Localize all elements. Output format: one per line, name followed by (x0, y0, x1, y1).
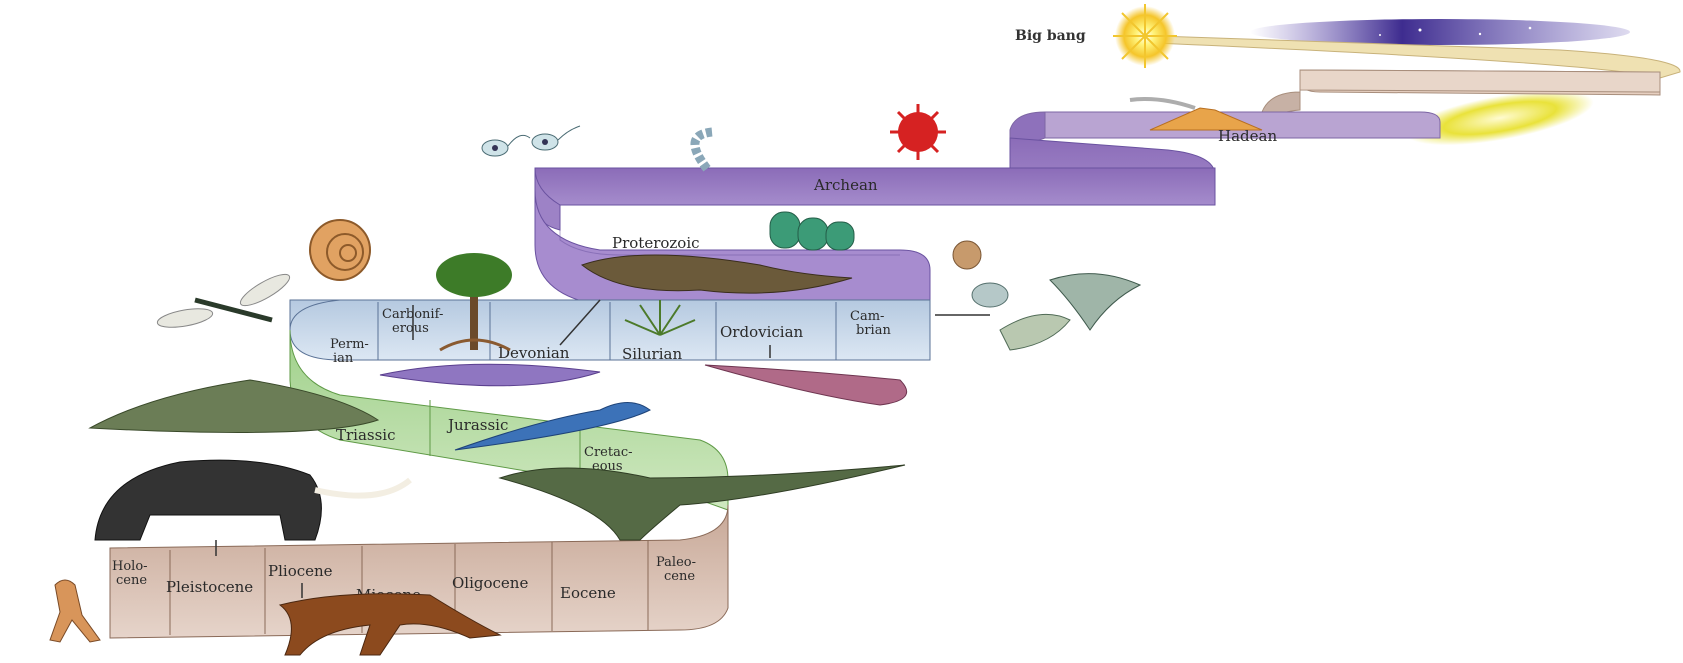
eon-archean-label: Archean (813, 176, 878, 194)
red-microbe-icon (890, 104, 946, 160)
snail-icon (972, 283, 1008, 307)
eon-hadean-label: Hadean (1218, 127, 1277, 145)
dragonfly-icon (156, 269, 293, 331)
period-cambrian-label-1: Cam- (850, 309, 884, 324)
big-bang-label: Big bang (1015, 28, 1086, 44)
stegosaur-icon (90, 380, 378, 433)
period-cretaceous-label-1: Cretac- (584, 445, 633, 460)
early-cell-icon (482, 126, 580, 156)
epoch-pleistocene-label: Pleistocene (166, 578, 253, 596)
period-devonian-label: Devonian (498, 344, 570, 362)
epoch-paleocene-label-2: cene (664, 569, 695, 584)
ammonite-icon (310, 220, 370, 280)
archean-ribbon: Archean (535, 138, 1215, 230)
period-triassic-label: Triassic (336, 426, 396, 444)
epoch-pliocene-label: Pliocene (268, 562, 333, 580)
stromatolite-icon (770, 212, 854, 250)
paleozoic-ribbon: Cam- brian Ordovician Silurian Devonian … (290, 300, 930, 366)
period-jurassic-label: Jurassic (446, 416, 508, 434)
shell-icon (953, 241, 981, 269)
period-permian-label-1: Perm- (330, 337, 369, 352)
period-carboniferous-label-2: erous (392, 321, 429, 336)
scallop-icon (380, 364, 600, 386)
trilobite-icon (1000, 274, 1140, 350)
mammoth-icon (95, 460, 410, 540)
squid-icon (705, 365, 907, 405)
epoch-holocene-label-1: Holo- (112, 559, 148, 574)
period-ordovician-label: Ordovician (720, 323, 804, 341)
filament-bacteria-icon (695, 132, 712, 170)
period-cambrian-label-2: brian (856, 323, 891, 338)
epoch-holocene-label-2: cene (116, 573, 147, 588)
period-silurian-label: Silurian (622, 345, 682, 363)
epoch-eocene-label: Eocene (560, 584, 616, 602)
epoch-paleocene-label-1: Paleo- (656, 555, 696, 570)
period-permian-label-2: ian (333, 351, 354, 366)
epoch-oligocene-label: Oligocene (452, 574, 528, 592)
eon-proterozoic-label: Proterozoic (612, 234, 700, 252)
early-human-icon (50, 580, 100, 642)
